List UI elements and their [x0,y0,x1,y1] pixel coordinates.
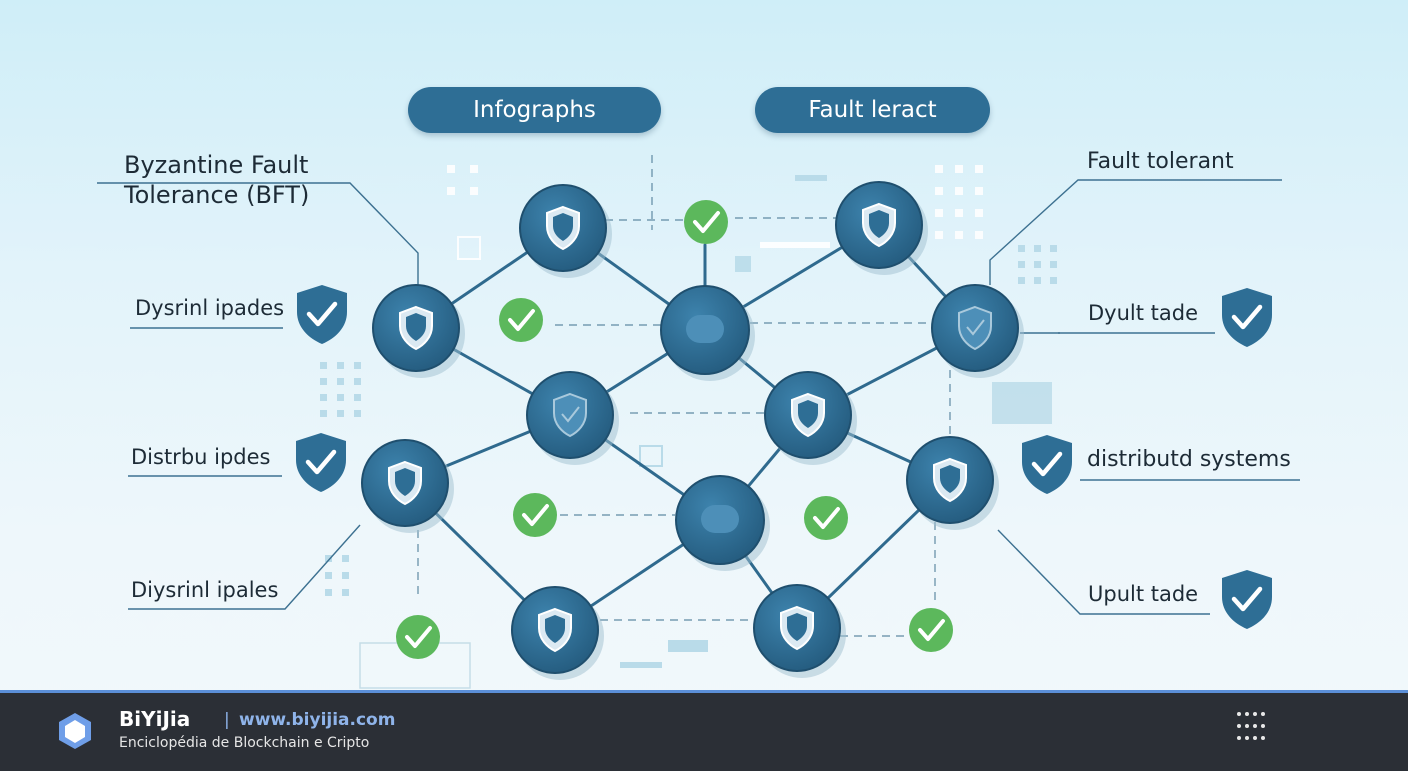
pill-label: Fault leract [808,97,937,123]
footer-tagline: Enciclopédia de Blockchain e Cripto [119,735,370,751]
network-node [372,284,465,378]
network-edges [403,223,977,632]
shield-check-icon [296,433,346,492]
label-distrbu-ipdes: Distrbu ipdes [131,445,271,469]
label-distributd-systems: distributd systems [1087,447,1291,472]
footer-separator: | [224,710,230,730]
grid-dots-icon[interactable] [1236,711,1266,741]
network-nodes [361,181,1024,680]
network-node [906,436,999,530]
pill-infographs: Infographs [408,87,661,133]
bft-title-line2: Tolerance (BFT) [124,181,310,209]
label-connectors [97,179,1300,615]
label-dysrinl-ipades: Dysrinl ipades [135,296,285,320]
network-node [835,181,928,275]
bft-title: Byzantine Fault Tolerance (BFT) [124,150,309,210]
shield-check-badges [296,285,1272,629]
network-diagram [97,155,1300,689]
website-link[interactable]: www.biyijia.com [239,710,396,730]
decorative-squares-blue [320,175,1057,689]
network-node [753,584,846,678]
network-node [526,371,619,465]
label-fault-tolerant: Fault tolerant [1087,149,1234,174]
check-circle-icon [684,200,728,244]
label-upult-tade: Upult tade [1088,582,1199,606]
network-node [519,184,612,278]
network-node-hub [675,475,770,571]
label-diysrinl-ipales: Diysrinl ipales [131,578,279,602]
label-dyult-tade: Dyult tade [1088,301,1199,325]
network-node [764,371,857,465]
pill-label: Infographs [473,97,596,123]
network-node-hub [660,285,755,381]
hexagon-cube-icon [59,713,91,749]
check-circle-icon [396,615,440,659]
bft-title-line1: Byzantine Fault [124,151,309,179]
shield-icon [553,392,587,438]
network-node [931,284,1024,378]
shield-check-icon [1222,288,1272,347]
brand-name: BiYiJia [119,707,191,731]
decorative-squares [447,165,983,260]
dashed-guides [417,155,951,637]
footer-bar: BiYiJia | www.biyijia.com Enciclopédia d… [0,690,1408,771]
check-circle-icon [804,496,848,540]
pill-fault-leract: Fault leract [755,87,990,133]
network-node [361,439,454,533]
shield-check-icon [297,285,347,344]
green-check-badges [396,200,953,659]
check-circle-icon [909,608,953,652]
shield-icon [958,305,992,351]
shield-check-icon [1222,570,1272,629]
check-circle-icon [513,493,557,537]
network-node [511,586,604,680]
check-circle-icon [499,298,543,342]
shield-check-icon [1022,435,1072,494]
